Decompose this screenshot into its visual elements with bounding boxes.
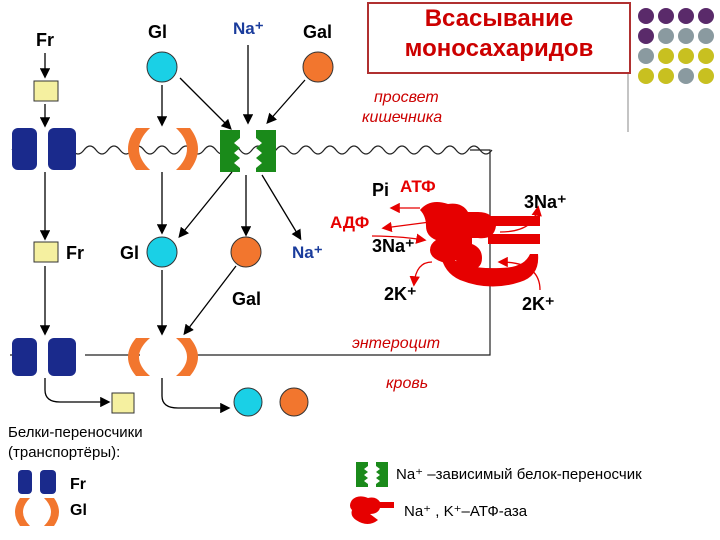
label-2k-out: 2K⁺ xyxy=(522,294,555,314)
label-fr-mid: Fr xyxy=(66,243,84,263)
arrow-na-tr-to-gl xyxy=(178,171,233,239)
deco-dot xyxy=(698,8,714,24)
glucose-blood xyxy=(233,387,263,417)
arrow-gl-to-na-transporter xyxy=(179,77,232,130)
label-gl-top: Gl xyxy=(148,22,167,42)
apical-membrane xyxy=(11,145,493,155)
label-2k-in: 2K⁺ xyxy=(384,284,417,304)
fr-transporter-basal xyxy=(12,338,76,376)
legend-atpase-label: Na⁺ , K⁺–АТФ-аза xyxy=(404,503,528,520)
deco-dot xyxy=(678,8,694,24)
deco-dot xyxy=(698,48,714,64)
gl-transporter-basal xyxy=(128,338,198,376)
arrow-gl-to-blood xyxy=(161,378,231,414)
legend-fr-label: Fr xyxy=(70,476,86,493)
deco-dot xyxy=(658,68,674,84)
title-box: Всасывание моносахаридов xyxy=(367,2,631,74)
deco-dot xyxy=(658,8,674,24)
arrow-k-in xyxy=(497,256,541,291)
legend-title-2: (транспортёры): xyxy=(8,444,121,461)
fructose-mid xyxy=(33,241,59,263)
deco-dot xyxy=(698,28,714,44)
deco-dot xyxy=(678,28,694,44)
label-enterocyte: энтероцит xyxy=(352,335,440,352)
legend-na-dep-label: Na⁺ –зависимый белок-переносчик xyxy=(396,466,642,483)
galactose-blood xyxy=(279,387,309,417)
galactose-top xyxy=(302,51,334,83)
arrow-gal-to-basal xyxy=(183,265,237,336)
arrow-fr-to-blood xyxy=(44,378,111,408)
label-na-mid: Na⁺ xyxy=(292,243,323,262)
label-adp: АДФ xyxy=(330,213,369,232)
arrow-na-in xyxy=(371,233,427,244)
fructose-blood xyxy=(111,392,135,414)
deco-dot xyxy=(638,8,654,24)
label-3na-in: 3Na⁺ xyxy=(372,236,415,256)
gl-transporter-apical xyxy=(128,128,198,170)
legend-gl-icon xyxy=(15,498,59,526)
arrow-gal-to-transporter xyxy=(266,79,306,124)
label-gal-top: Gal xyxy=(303,22,332,42)
label-gal-mid: Gal xyxy=(232,289,261,309)
legend-atpase-icon xyxy=(350,496,394,524)
deco-dot xyxy=(678,48,694,64)
galactose-mid xyxy=(230,236,262,268)
deco-dot xyxy=(658,48,674,64)
deco-dot xyxy=(698,68,714,84)
deco-dot xyxy=(638,28,654,44)
glucose-top xyxy=(146,51,178,83)
label-fr-top: Fr xyxy=(36,30,54,50)
label-lumen-2: кишечника xyxy=(362,109,442,126)
fr-transporter-apical xyxy=(12,128,76,170)
deco-dot xyxy=(658,28,674,44)
label-3na-out: 3Na⁺ xyxy=(524,192,567,212)
na-k-atpase xyxy=(420,202,540,287)
legend-na-transporter-icon xyxy=(356,462,388,487)
glucose-mid xyxy=(146,236,178,268)
label-gl-mid: Gl xyxy=(120,243,139,263)
legend-title-1: Белки-переносчики xyxy=(8,424,143,441)
legend-fr-icon xyxy=(18,470,56,494)
title-line-1: Всасывание xyxy=(424,5,574,32)
na-dependent-transporter xyxy=(220,130,276,172)
label-blood: кровь xyxy=(386,375,428,392)
fructose-top xyxy=(33,80,59,102)
decorative-dots xyxy=(638,8,714,84)
title-line-2: моносахаридов xyxy=(404,35,594,62)
deco-dot xyxy=(678,68,694,84)
arrow-k-out xyxy=(409,261,433,287)
arrow-na-out xyxy=(499,205,542,233)
arrow-adp xyxy=(381,221,431,233)
label-pi: Pi xyxy=(372,180,389,200)
label-na-top: Na⁺ xyxy=(233,19,264,38)
arrow-na-tr-to-na xyxy=(261,174,302,241)
legend-gl-label: Gl xyxy=(70,502,87,519)
label-atp: АТФ xyxy=(400,177,436,196)
deco-dot xyxy=(638,68,654,84)
label-lumen-1: просвет xyxy=(374,89,439,106)
deco-dot xyxy=(638,48,654,64)
